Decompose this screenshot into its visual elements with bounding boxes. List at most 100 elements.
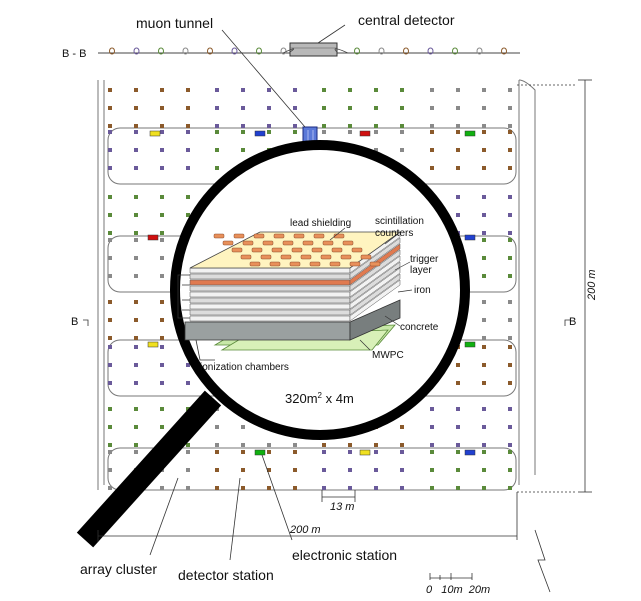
detector-station	[456, 450, 460, 454]
detector-station	[348, 106, 352, 110]
detector-station	[160, 345, 164, 349]
detector-station	[134, 231, 138, 235]
detector-station	[215, 468, 219, 472]
detector-station	[456, 166, 460, 170]
detector-station	[134, 363, 138, 367]
section-station	[452, 47, 458, 55]
detector-station	[186, 166, 190, 170]
detector-station	[160, 231, 164, 235]
detector-station	[108, 336, 112, 340]
detector-station	[134, 124, 138, 128]
section-station	[158, 47, 164, 55]
detector-station	[267, 130, 271, 134]
detector-station	[108, 213, 112, 217]
detector-station	[160, 148, 164, 152]
detector-station	[108, 256, 112, 260]
scintillation-counter	[231, 247, 243, 253]
detector-station	[108, 345, 112, 349]
detector-station	[508, 300, 512, 304]
detector-station	[430, 407, 434, 411]
detector-station	[456, 148, 460, 152]
detector-station	[400, 88, 404, 92]
detector-station	[108, 318, 112, 322]
detector-station	[215, 450, 219, 454]
detector-station	[186, 106, 190, 110]
detector-station	[508, 486, 512, 490]
detector-station	[430, 106, 434, 110]
detector-station	[186, 486, 190, 490]
detector-station	[430, 124, 434, 128]
detector-station	[374, 443, 378, 447]
scintillation-counter	[260, 254, 272, 260]
section-station	[427, 47, 434, 55]
detector-station	[293, 130, 297, 134]
electronic-station-label: electronic station	[292, 547, 397, 563]
detector-station	[108, 88, 112, 92]
detector-station	[508, 195, 512, 199]
detector-station	[482, 231, 486, 235]
detector-station	[374, 486, 378, 490]
scintillation-counter	[262, 240, 274, 246]
scintillation-counter	[289, 261, 301, 267]
detector-station	[482, 336, 486, 340]
detector-station	[348, 450, 352, 454]
detector-station	[160, 486, 164, 490]
scintillation-counter	[340, 254, 352, 260]
detector-station	[430, 130, 434, 134]
detector-station	[482, 425, 486, 429]
detector-station	[186, 443, 190, 447]
detector-station	[134, 238, 138, 242]
scintillation-counter	[369, 261, 381, 267]
detector-station	[508, 407, 512, 411]
trigger-label: trigger	[410, 254, 439, 265]
scintillation-counter	[349, 261, 361, 267]
scintillation-label: scintillation	[375, 216, 424, 227]
detector-station	[186, 381, 190, 385]
section-station	[280, 47, 287, 55]
scintillation-counter	[249, 261, 261, 267]
scale-label: 0 10m 20m	[426, 584, 490, 596]
detector-station	[267, 443, 271, 447]
detector-station	[160, 256, 164, 260]
detector-station	[134, 381, 138, 385]
detector-station	[215, 148, 219, 152]
electronic-station	[464, 130, 476, 137]
detector-station	[348, 443, 352, 447]
detector-station	[186, 363, 190, 367]
detector-station	[160, 407, 164, 411]
lead-shielding-label: lead shielding	[290, 218, 351, 229]
detector-station	[482, 213, 486, 217]
detector-station	[134, 106, 138, 110]
detector-station	[400, 148, 404, 152]
detector-station	[134, 130, 138, 134]
b-marker-right: B	[569, 316, 576, 328]
detector-station	[508, 106, 512, 110]
counters-label: counters	[375, 228, 413, 239]
detector-station	[160, 106, 164, 110]
magnifier-handle	[76, 390, 222, 548]
detector-station	[267, 486, 271, 490]
detector-station	[348, 486, 352, 490]
detector-station	[293, 468, 297, 472]
detector-station	[134, 148, 138, 152]
detector-station	[400, 130, 404, 134]
detector-station	[508, 213, 512, 217]
electronic-station	[464, 234, 476, 241]
detector-station	[508, 450, 512, 454]
detector-station	[430, 443, 434, 447]
detector-station	[108, 106, 112, 110]
detector-station	[134, 195, 138, 199]
detector-station	[482, 345, 486, 349]
detector-station	[160, 130, 164, 134]
detector-station	[293, 450, 297, 454]
detector-station	[215, 486, 219, 490]
section-station	[476, 47, 483, 55]
detector-station	[456, 486, 460, 490]
ionization-chambers-label: ionization chambers	[200, 362, 289, 373]
scintillation-counter	[300, 254, 312, 260]
dim-200-vertical: 200 m	[586, 269, 598, 301]
detector-station	[400, 425, 404, 429]
detector-station	[348, 130, 352, 134]
detector-station	[508, 148, 512, 152]
scintillation-counter	[282, 240, 294, 246]
